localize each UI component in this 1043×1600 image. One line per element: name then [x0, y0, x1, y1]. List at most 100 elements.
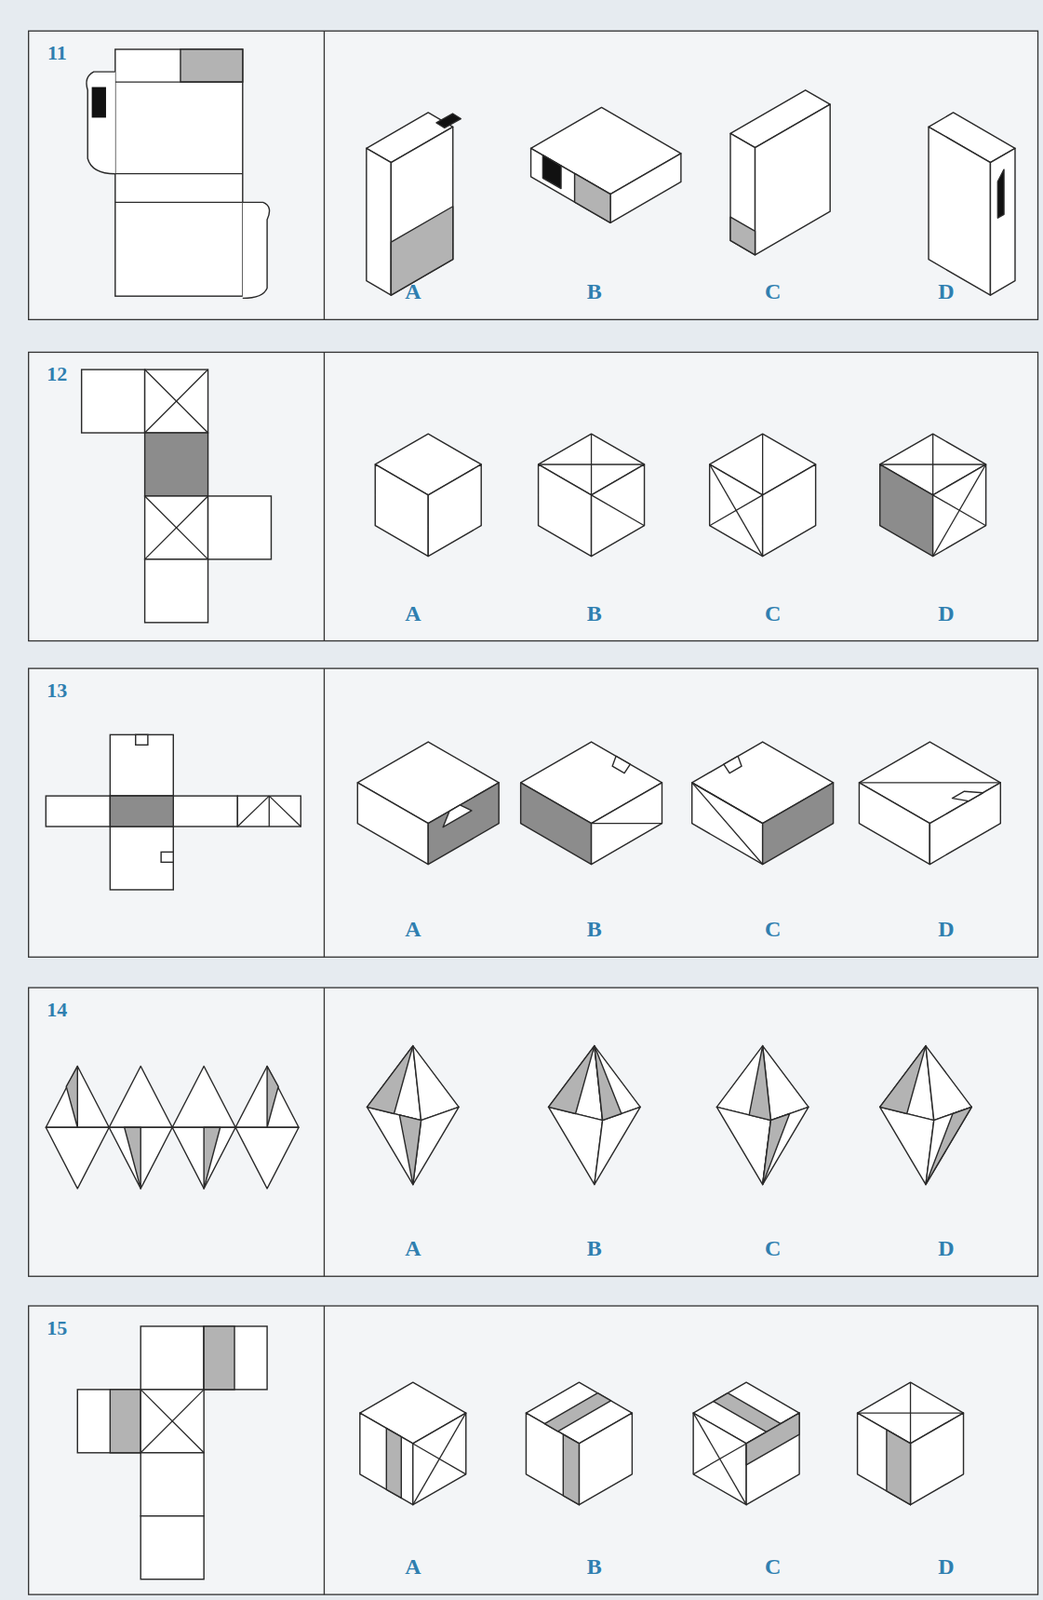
face — [880, 1045, 935, 1121]
panel-frame — [28, 1305, 1039, 1594]
box-right — [591, 464, 645, 557]
net-square — [77, 1389, 141, 1453]
spine-label — [997, 169, 1004, 218]
shaded-band — [562, 1433, 579, 1505]
face — [108, 1066, 173, 1128]
shaded-band — [390, 206, 453, 295]
face — [172, 1066, 236, 1128]
box-right — [591, 782, 663, 865]
option-letter: C — [764, 1554, 781, 1578]
shaded-triangle — [267, 1066, 279, 1128]
option-letter: C — [764, 1236, 781, 1259]
edge-line — [591, 494, 645, 526]
box-left — [693, 1412, 747, 1505]
edge-line — [145, 495, 209, 560]
face — [548, 1106, 603, 1184]
option-letter: A — [404, 280, 421, 303]
box-left — [521, 782, 592, 865]
face — [235, 1066, 299, 1128]
edge-line — [268, 795, 270, 827]
edge-line — [929, 823, 931, 865]
panel-frame — [28, 30, 1039, 320]
net-square — [81, 369, 146, 433]
shaded-triangle — [762, 1112, 790, 1184]
box-left — [730, 133, 756, 255]
net-square — [145, 369, 209, 433]
option-letter: C — [764, 917, 781, 940]
box-left — [366, 147, 392, 295]
option-letter: A — [404, 1554, 421, 1578]
edge-line — [933, 464, 987, 557]
shaded-square — [109, 795, 174, 827]
panel-divider — [323, 351, 325, 641]
edge-line — [857, 1411, 964, 1413]
shaded-triangle — [366, 1045, 413, 1114]
net-square — [140, 1452, 204, 1516]
net-square — [173, 795, 238, 827]
face — [413, 1106, 459, 1184]
shaded-square — [145, 432, 209, 496]
edge-line — [692, 782, 763, 865]
box-right — [427, 782, 499, 865]
box-right — [578, 1412, 632, 1505]
option-letter: B — [587, 917, 602, 940]
face — [108, 1126, 173, 1189]
box-right — [610, 153, 682, 224]
option-letter: B — [587, 1236, 602, 1259]
net-square — [145, 559, 209, 623]
net-square — [140, 1389, 204, 1453]
edge-line — [115, 201, 243, 203]
shaded-triangle — [399, 1114, 421, 1185]
shaded-band — [544, 1392, 611, 1431]
edge-line — [858, 781, 1001, 783]
box-left — [858, 782, 930, 865]
box-right — [933, 464, 987, 557]
face — [925, 1106, 972, 1184]
box-right — [762, 464, 816, 557]
panel-frame — [28, 668, 1039, 957]
panel-frame — [28, 987, 1039, 1276]
face — [548, 1045, 603, 1121]
net-square — [140, 1515, 204, 1579]
option-letter: B — [587, 1554, 602, 1578]
edge-line — [538, 463, 645, 465]
panel-divider — [323, 30, 325, 320]
edge-line — [145, 369, 209, 433]
face — [366, 1045, 421, 1121]
small-mark — [612, 755, 630, 773]
edge-line — [145, 369, 209, 433]
box-right — [390, 126, 453, 295]
box-left — [538, 464, 592, 557]
small-mark — [951, 790, 983, 801]
edge-line — [709, 494, 763, 526]
option-letter: D — [937, 1554, 954, 1578]
face — [235, 1126, 299, 1189]
shaded-band — [886, 1429, 911, 1505]
question-number: 13 — [46, 680, 67, 701]
box-left — [857, 1412, 911, 1505]
edge-line — [762, 433, 763, 495]
box-left — [928, 126, 990, 295]
edge-line — [115, 173, 243, 174]
panel-divider — [323, 1305, 325, 1594]
face — [880, 1106, 935, 1184]
box-right — [762, 782, 834, 865]
shaded-band — [386, 1428, 402, 1498]
edge-line — [237, 795, 269, 827]
shaded-triangle — [548, 1045, 595, 1114]
small-mark — [442, 804, 472, 828]
option-letter: A — [404, 1236, 421, 1259]
question-number: 14 — [46, 999, 67, 1020]
shaded-triangle — [66, 1066, 78, 1128]
book-spine — [86, 71, 116, 174]
box-right — [929, 782, 1001, 865]
face — [45, 1126, 109, 1189]
panel-frame — [28, 351, 1039, 641]
net-square — [109, 826, 174, 890]
panel-divider — [323, 987, 325, 1276]
option-letter: D — [937, 601, 954, 625]
small-mark — [135, 734, 148, 745]
shaded-band — [109, 1389, 141, 1453]
net-square — [115, 49, 243, 296]
shaded-triangle — [124, 1126, 142, 1189]
